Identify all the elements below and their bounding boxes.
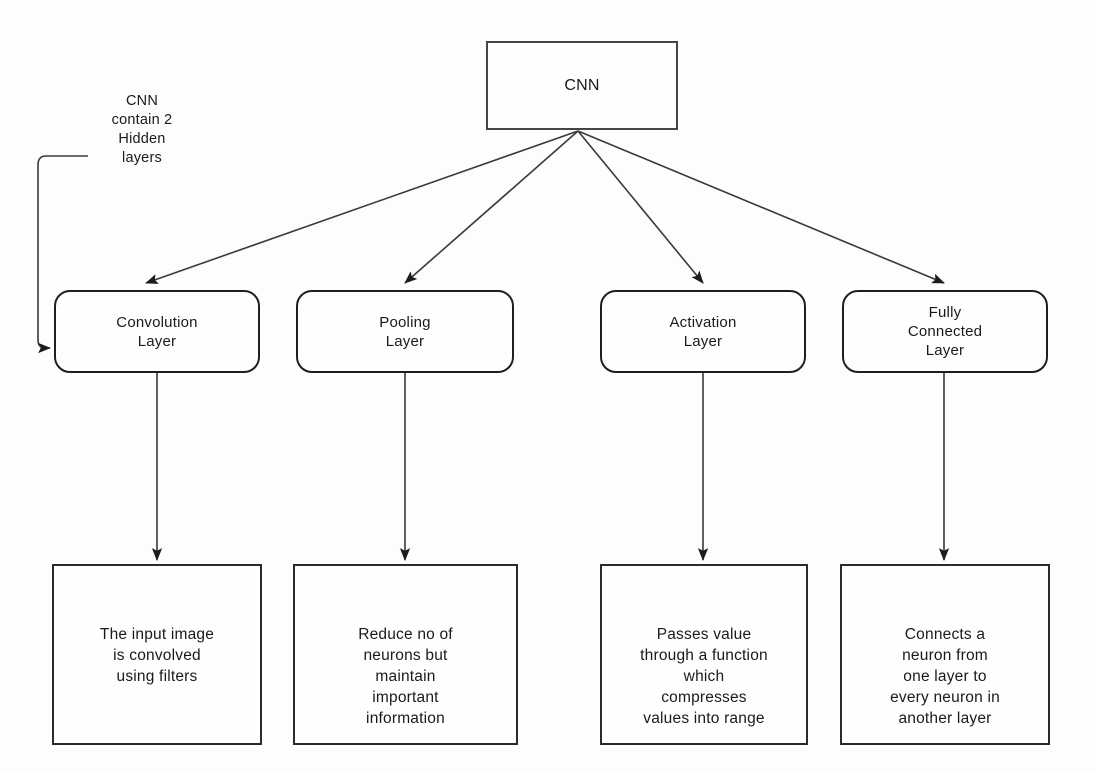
layer-node-fully-connected-label: Fully Connected Layer xyxy=(907,304,983,359)
connector-cnn-to-pooling xyxy=(404,130,579,284)
layer-node-fully-connected[interactable]: Fully Connected Layer xyxy=(842,290,1048,373)
connector-annotation-to-convolution xyxy=(37,155,88,354)
layer-node-convolution[interactable]: Convolution Layer xyxy=(54,290,260,373)
description-node-pooling[interactable]: Reduce no of neurons but maintain import… xyxy=(293,564,518,745)
description-node-convolution-label: The input image is convolved using filte… xyxy=(99,626,215,685)
layer-node-activation-label: Activation Layer xyxy=(669,313,737,350)
connector-cnn-to-activation xyxy=(577,130,704,284)
description-node-pooling-label: Reduce no of neurons but maintain import… xyxy=(358,626,453,727)
root-node-cnn[interactable]: CNN xyxy=(486,41,678,130)
layer-node-activation[interactable]: Activation Layer xyxy=(600,290,806,373)
description-node-activation-label: Passes value through a function which co… xyxy=(640,626,768,727)
connector-cnn-to-convolution xyxy=(145,130,579,284)
layer-node-convolution-label: Convolution Layer xyxy=(116,313,198,350)
layer-node-pooling[interactable]: Pooling Layer xyxy=(296,290,514,373)
connector-cnn-to-fully-connected xyxy=(577,130,945,284)
description-node-fully-connected-label: Connects a neuron from one layer to ever… xyxy=(890,626,1000,727)
annotation-hidden-layers: CNN contain 2 Hidden layers xyxy=(111,93,173,166)
root-node-label: CNN xyxy=(564,77,600,94)
description-node-activation[interactable]: Passes value through a function which co… xyxy=(600,564,808,745)
description-node-convolution[interactable]: The input image is convolved using filte… xyxy=(52,564,262,745)
layer-node-pooling-label: Pooling Layer xyxy=(379,313,431,350)
description-node-fully-connected[interactable]: Connects a neuron from one layer to ever… xyxy=(840,564,1050,745)
